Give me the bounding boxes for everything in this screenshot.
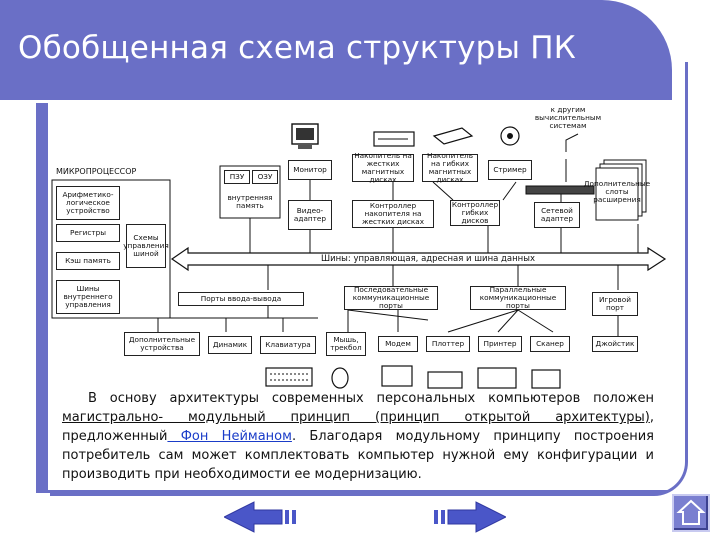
box-serial-ports: Последовательные коммуникационные порты [344, 286, 438, 310]
box-rom: ПЗУ [224, 170, 250, 184]
box-network-adapter: Сетевой адаптер [534, 202, 580, 228]
slide-frame-bottom-line [36, 490, 668, 493]
box-cache: Кэш память [56, 252, 120, 270]
box-extra-devices: Дополнительные устройства [124, 332, 200, 356]
nav-forward-arrow-icon[interactable] [428, 500, 506, 534]
slide-frame-left-bar [36, 100, 48, 492]
box-hdd-controller: Контроллер накопителя на жестких дисках [352, 200, 434, 228]
box-fdd: Накопитель на гибких магнитных дисках [422, 152, 478, 184]
box-control-circuits: Схемы управления шиной [123, 224, 169, 268]
von-neumann-link[interactable]: Фон Нейманом [167, 429, 292, 444]
box-parallel-ports: Параллельные коммуникационные порты [470, 286, 566, 310]
box-ram: ОЗУ [252, 170, 278, 184]
title-bar: Обобщенная схема структуры ПК [0, 0, 672, 100]
box-keyboard: Клавиатура [260, 336, 316, 354]
box-hdd: Накопитель на жестких магнитных дисках [352, 152, 414, 184]
nav-back-arrow-icon[interactable] [224, 500, 302, 534]
box-speaker: Динамик [208, 336, 252, 354]
pc-structure-diagram: к другим вычислительным системам МИКРОПР… [48, 104, 678, 390]
box-plotter: Плоттер [426, 336, 470, 352]
box-mouse: Мышь, трекбол [326, 332, 366, 356]
description-part-3: . Благодаря модульному принципу построен… [62, 429, 654, 482]
description-part-2: , предложенный [62, 410, 654, 444]
box-scanner: Сканер [530, 336, 570, 352]
box-extension-slots: Дополнительные слоты расширения [583, 179, 651, 204]
box-internal-bus: Шины внутреннего управления [56, 280, 120, 314]
box-monitor: Монитор [288, 160, 332, 180]
slide-title: Обобщенная схема структуры ПК [18, 30, 576, 66]
slide-frame [50, 62, 688, 496]
title-underline [0, 100, 640, 103]
description-part-1: В основу архитектуры современных персона… [88, 391, 654, 406]
description-principle: магистрально- модульный принцип (принцип… [62, 410, 650, 425]
label-internal-memory: внутренняя память [227, 193, 273, 210]
box-streamer: Стример [488, 160, 532, 180]
box-fdd-controller: Контроллер гибких дисков [450, 200, 500, 226]
nav-home-button[interactable] [672, 494, 710, 532]
home-icon [676, 499, 706, 525]
label-microprocessor: МИКРОПРОЦЕССОР [56, 167, 137, 176]
description-paragraph: В основу архитектуры современных персона… [62, 389, 654, 484]
label-bus: Шины: управляющая, адресная и шина данны… [321, 254, 535, 264]
label-to-other-systems: к другим вычислительным системам [534, 105, 602, 130]
box-modem: Модем [378, 336, 418, 352]
diagram-lines [51, 123, 667, 389]
box-alu: Арифметико-логическое устройство [56, 186, 120, 220]
box-joystick: Джойстик [592, 336, 638, 352]
box-io-ports: Порты ввода-вывода [178, 292, 304, 306]
box-registers: Регистры [56, 224, 120, 242]
box-video-adapter: Видео-адаптер [288, 200, 332, 230]
box-game-port: Игровой порт [592, 292, 638, 316]
box-printer: Принтер [478, 336, 522, 352]
